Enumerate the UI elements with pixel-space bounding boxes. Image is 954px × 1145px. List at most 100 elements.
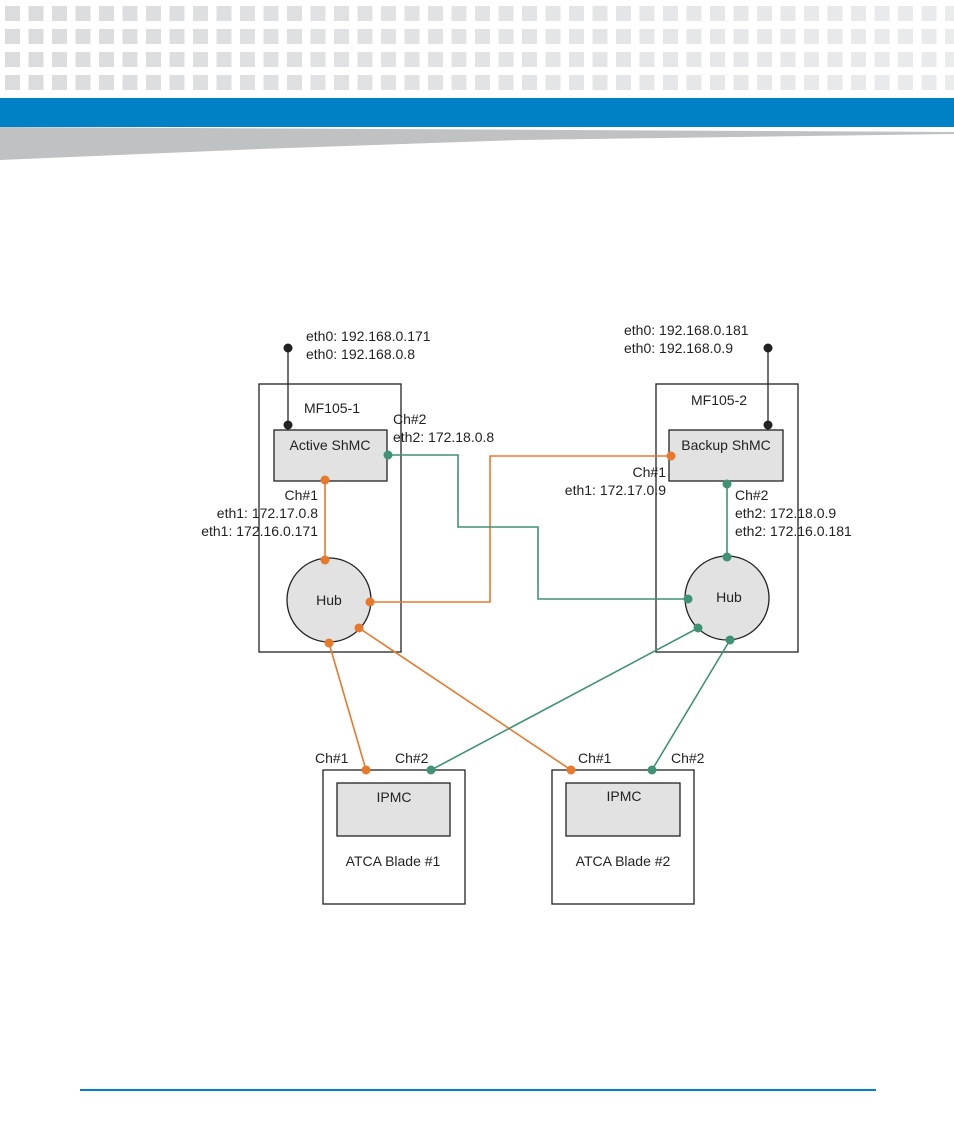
header-dot [122, 6, 138, 21]
header-dot [522, 52, 537, 67]
header-dot [99, 75, 114, 90]
header-dot [263, 75, 279, 90]
header-dot [804, 29, 819, 44]
header-dot [522, 6, 537, 21]
header-dot [545, 6, 561, 21]
header-dot [757, 29, 772, 44]
footer-rule [80, 1089, 876, 1091]
header-dot [522, 75, 537, 90]
header-dot [898, 75, 913, 90]
backup-shmc-label: Backup ShMC [681, 437, 770, 453]
header-dot [874, 75, 890, 90]
header-dot [710, 6, 725, 21]
hub1-to-blade2-ch1-link [358, 627, 572, 771]
header-dot [99, 52, 114, 67]
header-dot [498, 29, 514, 44]
mf105-2-eth0-address-1: eth0: 192.168.0.181 [624, 322, 749, 338]
mf105-2-label: MF105-2 [691, 392, 747, 408]
header-dot [451, 52, 467, 67]
header-dot [5, 29, 20, 44]
hub2-bottom-right-dot [725, 635, 735, 645]
header-dot [310, 6, 326, 21]
header-dot [616, 6, 631, 21]
header-dot [75, 75, 91, 90]
header-dot [263, 29, 279, 44]
hub1-right-dot [365, 597, 375, 607]
header-dot [381, 75, 396, 90]
header-dot [757, 6, 772, 21]
header-dot [146, 29, 161, 44]
header-dot [945, 6, 954, 21]
header-dot [804, 52, 819, 67]
blade1-ipmc-label: IPMC [377, 789, 412, 805]
header-dot [240, 52, 255, 67]
header-dot [663, 29, 678, 44]
header-dot [874, 29, 890, 44]
header-dot [710, 29, 725, 44]
header-dot [240, 75, 255, 90]
blade2-name-label: ATCA Blade #2 [576, 853, 671, 869]
header-dot [592, 75, 608, 90]
blade2-ch1-dot [566, 765, 576, 775]
header-dot [804, 75, 819, 90]
mf105-1-eth0-port-dot [283, 420, 293, 430]
header-dot [898, 29, 913, 44]
header-dot [52, 29, 67, 44]
blade1-ch2-label: Ch#2 [395, 750, 429, 766]
header-blue-bar [0, 98, 954, 127]
header-dot [780, 6, 796, 21]
header-dot [28, 6, 44, 21]
header-dot [169, 6, 185, 21]
mf105-1-eth0-address-1: eth0: 192.168.0.171 [306, 328, 431, 344]
header-dot [310, 52, 326, 67]
header-dot [451, 6, 467, 21]
header-dot [428, 52, 443, 67]
mf105-2-eth0-address-2: eth0: 192.168.0.9 [624, 340, 733, 356]
header-dot [639, 75, 655, 90]
header-dot [310, 75, 326, 90]
header-dot [334, 75, 349, 90]
header-dot [404, 75, 420, 90]
hub2-bottom-left-dot [693, 623, 703, 633]
header-dot [381, 6, 396, 21]
header-gray-swoosh [0, 127, 954, 160]
header-dot [569, 52, 584, 67]
header-dot [475, 52, 490, 67]
header-dot [592, 6, 608, 21]
header-dot [522, 29, 537, 44]
mf105-1-eth0-top-dot [283, 343, 293, 353]
backup-shmc-ch1-to-hub1-link [370, 455, 671, 603]
blade1-name-label: ATCA Blade #1 [346, 853, 441, 869]
header-dot [28, 29, 44, 44]
header-dot [287, 29, 302, 44]
hub2-top-dot [722, 552, 732, 562]
blade1-ch2-dot [426, 765, 436, 775]
header-dot [5, 6, 20, 21]
header-dot [827, 75, 843, 90]
blade1-ch1-dot [361, 765, 371, 775]
hub-2-label: Hub [716, 589, 742, 605]
backup-shmc-ch1-dot [666, 451, 676, 461]
mf105-2-enclosure [655, 383, 799, 653]
header-dot [733, 6, 749, 21]
header-dot [52, 75, 67, 90]
mf105-1-eth1-address-1: eth1: 172.17.0.8 [217, 505, 318, 521]
hub2-to-blade2-ch2-link [651, 639, 731, 771]
header-dot [874, 6, 890, 21]
header-dot [404, 6, 420, 21]
header-dot [475, 75, 490, 90]
header-dot [216, 52, 232, 67]
header-dot [75, 6, 91, 21]
header-dot [28, 52, 44, 67]
blade2-ipmc-box [565, 782, 681, 837]
header-dot [240, 6, 255, 21]
header-dot [616, 75, 631, 90]
blade2-ch2-label: Ch#2 [671, 750, 705, 766]
header-dot [945, 52, 954, 67]
mf105-1-label: MF105-1 [304, 400, 360, 416]
header-dot [193, 29, 208, 44]
header-dot [569, 6, 584, 21]
header-dot [381, 52, 396, 67]
mf105-2-eth2-address-2: eth2: 172.16.0.181 [735, 523, 852, 539]
